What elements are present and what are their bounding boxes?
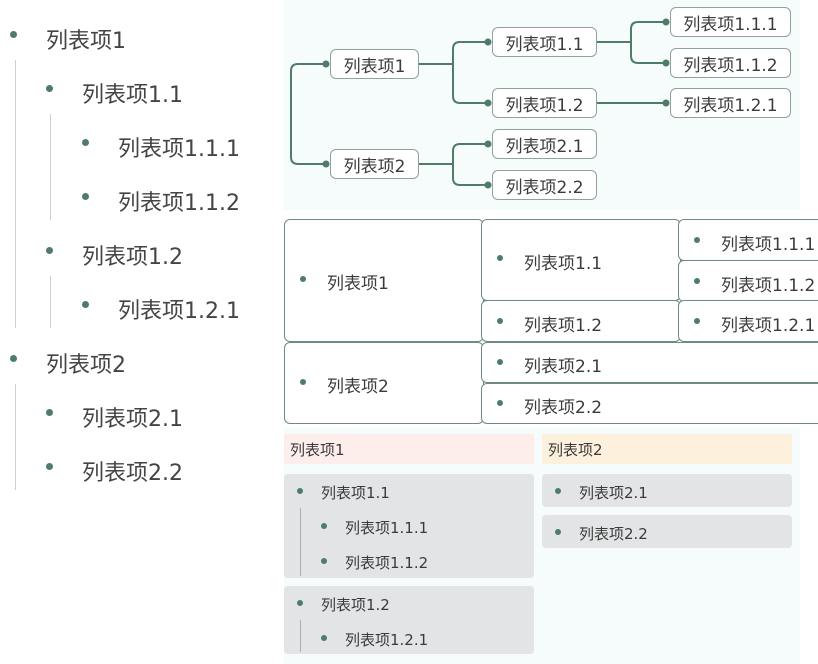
kanban-card-title: 列表项2.2 bbox=[579, 525, 648, 543]
outline-item-2[interactable]: 列表项2 bbox=[46, 353, 126, 378]
bullet-icon bbox=[46, 85, 53, 92]
table-cell-1-2-1[interactable]: 列表项1.2.1 bbox=[678, 300, 818, 342]
mindmap-connectors bbox=[290, 18, 670, 189]
mindmap-node-2-1[interactable]: 列表项2.1 bbox=[492, 129, 597, 159]
table-cell-1-1[interactable]: 列表项1.1 bbox=[481, 219, 681, 301]
kanban-guide-line bbox=[300, 508, 301, 576]
kanban-card-subitem: 列表项1.1.1 bbox=[345, 519, 429, 537]
bullet-icon bbox=[82, 301, 89, 308]
outline-guide-line bbox=[50, 276, 51, 328]
bullet-icon bbox=[321, 635, 327, 641]
bullet-icon bbox=[297, 600, 303, 606]
mindmap-node-2[interactable]: 列表项2 bbox=[330, 149, 419, 179]
outline-item-1[interactable]: 列表项1 bbox=[46, 29, 126, 54]
outline-guide-line bbox=[50, 114, 51, 220]
table-cell-label: 列表项1.2.1 bbox=[721, 316, 816, 336]
table-cell-1[interactable]: 列表项1 bbox=[284, 219, 484, 342]
bullet-icon bbox=[46, 247, 53, 254]
outline-item-2-1[interactable]: 列表项2.1 bbox=[82, 407, 183, 432]
mindmap-node-1-1[interactable]: 列表项1.1 bbox=[492, 27, 597, 57]
bullet-icon bbox=[46, 463, 53, 470]
outline-item-1-1[interactable]: 列表项1.1 bbox=[82, 83, 183, 108]
table-cell-2-2[interactable]: 列表项2.2 bbox=[481, 383, 818, 424]
table-cell-label: 列表项1.1 bbox=[524, 254, 603, 274]
kanban-column-header-1[interactable]: 列表项1 bbox=[284, 434, 534, 464]
table-cell-label: 列表项2.1 bbox=[524, 357, 603, 377]
kanban-card-title: 列表项1.2 bbox=[321, 596, 390, 614]
bullet-icon bbox=[497, 359, 503, 365]
bullet-icon bbox=[321, 523, 327, 529]
bullet-icon bbox=[300, 379, 306, 385]
table-cell-label: 列表项1.2 bbox=[524, 316, 603, 336]
kanban-card-2-1[interactable]: 列表项2.1 bbox=[542, 474, 792, 507]
mindmap-node-2-2[interactable]: 列表项2.2 bbox=[492, 170, 597, 200]
table-cell-label: 列表项1 bbox=[327, 274, 389, 294]
kanban-card-subitem: 列表项1.2.1 bbox=[345, 631, 429, 649]
kanban-card-2-2[interactable]: 列表项2.2 bbox=[542, 515, 792, 548]
outline-item-1-1-1[interactable]: 列表项1.1.1 bbox=[118, 137, 240, 162]
bullet-icon bbox=[497, 318, 503, 324]
table-cell-1-1-1[interactable]: 列表项1.1.1 bbox=[678, 219, 818, 261]
kanban-card-title: 列表项2.1 bbox=[579, 484, 648, 502]
outline-item-1-2[interactable]: 列表项1.2 bbox=[82, 245, 183, 270]
table-cell-label: 列表项1.1.2 bbox=[721, 276, 816, 296]
bullet-icon bbox=[10, 31, 17, 38]
bullet-icon bbox=[82, 193, 89, 200]
bullet-icon bbox=[555, 488, 561, 494]
outline-item-1-2-1[interactable]: 列表项1.2.1 bbox=[118, 299, 240, 324]
kanban-column-header-2[interactable]: 列表项2 bbox=[542, 434, 792, 464]
table-cell-label: 列表项1.1.1 bbox=[721, 235, 816, 255]
mindmap-node-1-1-2[interactable]: 列表项1.1.2 bbox=[670, 48, 791, 78]
bullet-icon bbox=[321, 558, 327, 564]
kanban-card-title: 列表项1.1 bbox=[321, 484, 390, 502]
kanban-card-1-1[interactable]: 列表项1.1 列表项1.1.1 列表项1.1.2 bbox=[284, 474, 534, 578]
outline-guide-line bbox=[15, 60, 16, 328]
bullet-icon bbox=[694, 237, 700, 243]
bullet-icon bbox=[300, 276, 306, 282]
table-cell-label: 列表项2.2 bbox=[524, 398, 603, 418]
table-cell-1-2[interactable]: 列表项1.2 bbox=[481, 300, 681, 342]
outline-item-2-2[interactable]: 列表项2.2 bbox=[82, 461, 183, 486]
mindmap-node-1-1-1[interactable]: 列表项1.1.1 bbox=[670, 7, 791, 37]
mindmap-node-1[interactable]: 列表项1 bbox=[330, 49, 419, 79]
outline-item-1-1-2[interactable]: 列表项1.1.2 bbox=[118, 191, 240, 216]
kanban-guide-line bbox=[300, 620, 301, 652]
mindmap-node-1-2[interactable]: 列表项1.2 bbox=[492, 88, 597, 118]
bullet-icon bbox=[497, 400, 503, 406]
kanban-card-1-2[interactable]: 列表项1.2 列表项1.2.1 bbox=[284, 586, 534, 654]
bullet-icon bbox=[10, 355, 17, 362]
table-cell-2-1[interactable]: 列表项2.1 bbox=[481, 342, 818, 383]
table-cell-2[interactable]: 列表项2 bbox=[284, 342, 484, 424]
bullet-icon bbox=[497, 255, 503, 261]
mindmap-node-1-2-1[interactable]: 列表项1.2.1 bbox=[670, 88, 791, 118]
bullet-icon bbox=[694, 318, 700, 324]
outline-guide-line bbox=[15, 384, 16, 490]
bullet-icon bbox=[297, 488, 303, 494]
bullet-icon bbox=[46, 409, 53, 416]
table-cell-label: 列表项2 bbox=[327, 377, 389, 397]
bullet-icon bbox=[694, 278, 700, 284]
table-cell-1-1-2[interactable]: 列表项1.1.2 bbox=[678, 260, 818, 302]
kanban-card-subitem: 列表项1.1.2 bbox=[345, 554, 429, 572]
bullet-icon bbox=[82, 139, 89, 146]
bullet-icon bbox=[555, 529, 561, 535]
